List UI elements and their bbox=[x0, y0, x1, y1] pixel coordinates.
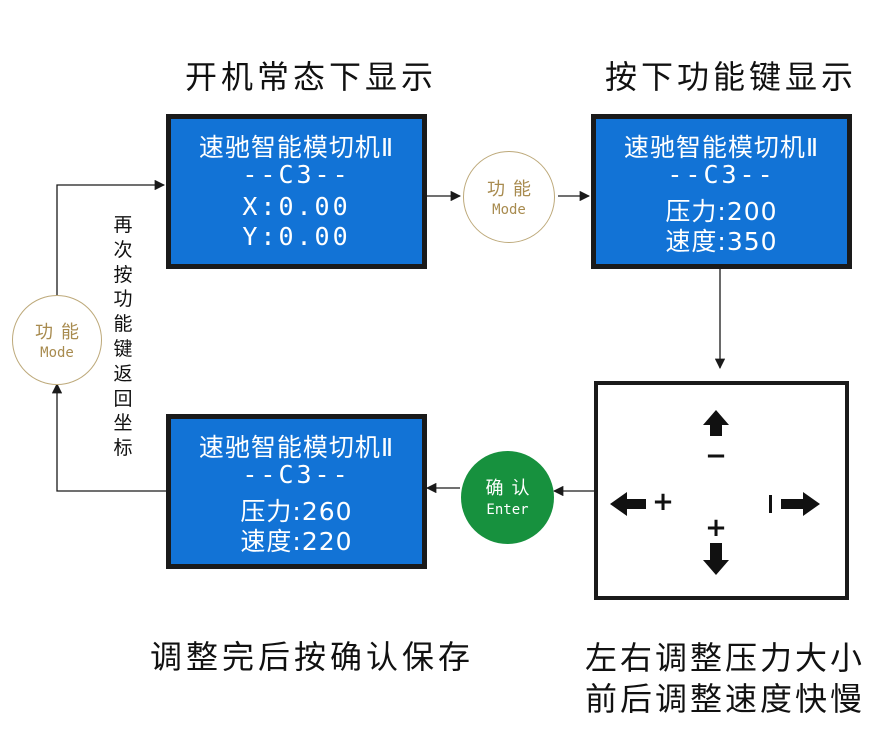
direction-arrows bbox=[610, 410, 820, 575]
enter-button-label: 确认 bbox=[485, 478, 538, 499]
screen-speed: 速度:350 bbox=[665, 227, 778, 256]
up-sign: − bbox=[705, 441, 727, 471]
return-loop-line-lower bbox=[51, 382, 166, 492]
screen-pressure: 压力:260 bbox=[240, 497, 353, 526]
mode-button-label-en: Mode bbox=[40, 345, 74, 361]
heading-mode-display: 按下功能键显示 bbox=[605, 58, 858, 96]
return-note-char: 功 bbox=[113, 288, 133, 311]
return-note-char: 回 bbox=[113, 387, 133, 410]
lcd-screen-normal: 速驰智能模切机Ⅱ --C3-- X:0.00 Y:0.00 bbox=[166, 114, 427, 269]
screen-title: 速驰智能模切机Ⅱ bbox=[198, 133, 395, 162]
lcd-screen-adjusted: 速驰智能模切机Ⅱ --C3-- 压力:260 速度:220 bbox=[166, 414, 427, 569]
screen-title: 速驰智能模切机Ⅱ bbox=[198, 433, 395, 462]
heading-adjust-pressure: 左右调整压力大小 bbox=[585, 639, 866, 677]
mode-button-left[interactable]: 功能 Mode bbox=[12, 295, 102, 385]
screen-pressure: 压力:200 bbox=[665, 197, 778, 226]
arrow-right-icon bbox=[781, 492, 820, 516]
left-sign: + bbox=[652, 487, 674, 517]
screen-model: --C3-- bbox=[667, 160, 776, 189]
mode-button-label: 功能 bbox=[35, 322, 87, 343]
arrow-down-icon bbox=[703, 543, 729, 575]
return-note-char: 键 bbox=[113, 338, 133, 360]
mode-button-top[interactable]: 功能 Mode bbox=[463, 151, 555, 243]
minus-bar-icon bbox=[769, 495, 772, 513]
return-note-char: 次 bbox=[113, 238, 133, 261]
lcd-screen-mode: 速驰智能模切机Ⅱ --C3-- 压力:200 速度:350 bbox=[591, 114, 852, 269]
return-loop-line-upper bbox=[56, 179, 166, 298]
screen-x-coordinate: X:0.00 bbox=[242, 192, 351, 221]
down-sign: + bbox=[705, 513, 727, 543]
direction-pad: − + + bbox=[594, 381, 849, 600]
heading-adjust-speed: 前后调整速度快慢 bbox=[585, 680, 866, 718]
arrow-up-icon bbox=[703, 410, 729, 436]
return-note-char: 能 bbox=[113, 313, 133, 336]
return-note-char: 坐 bbox=[113, 412, 133, 435]
screen-title: 速驰智能模切机Ⅱ bbox=[623, 133, 820, 162]
heading-confirm-save: 调整完后按确认保存 bbox=[150, 638, 475, 676]
enter-button[interactable]: 确认 Enter bbox=[461, 451, 554, 544]
enter-button-label-en: Enter bbox=[486, 502, 529, 518]
screen-speed: 速度:220 bbox=[240, 527, 353, 556]
mode-button-label: 功能 bbox=[487, 179, 539, 200]
arrow-left-icon bbox=[610, 492, 646, 516]
screen-model: --C3-- bbox=[242, 460, 351, 489]
screen-model: --C3-- bbox=[242, 160, 351, 189]
heading-normal-display: 开机常态下显示 bbox=[185, 58, 438, 96]
return-note-char: 标 bbox=[113, 437, 133, 460]
return-note-char: 再 bbox=[113, 214, 133, 236]
mode-button-label-en: Mode bbox=[492, 202, 526, 218]
return-note-char: 按 bbox=[113, 263, 133, 286]
return-note-char: 返 bbox=[113, 362, 133, 385]
screen-y-coordinate: Y:0.00 bbox=[242, 222, 351, 251]
